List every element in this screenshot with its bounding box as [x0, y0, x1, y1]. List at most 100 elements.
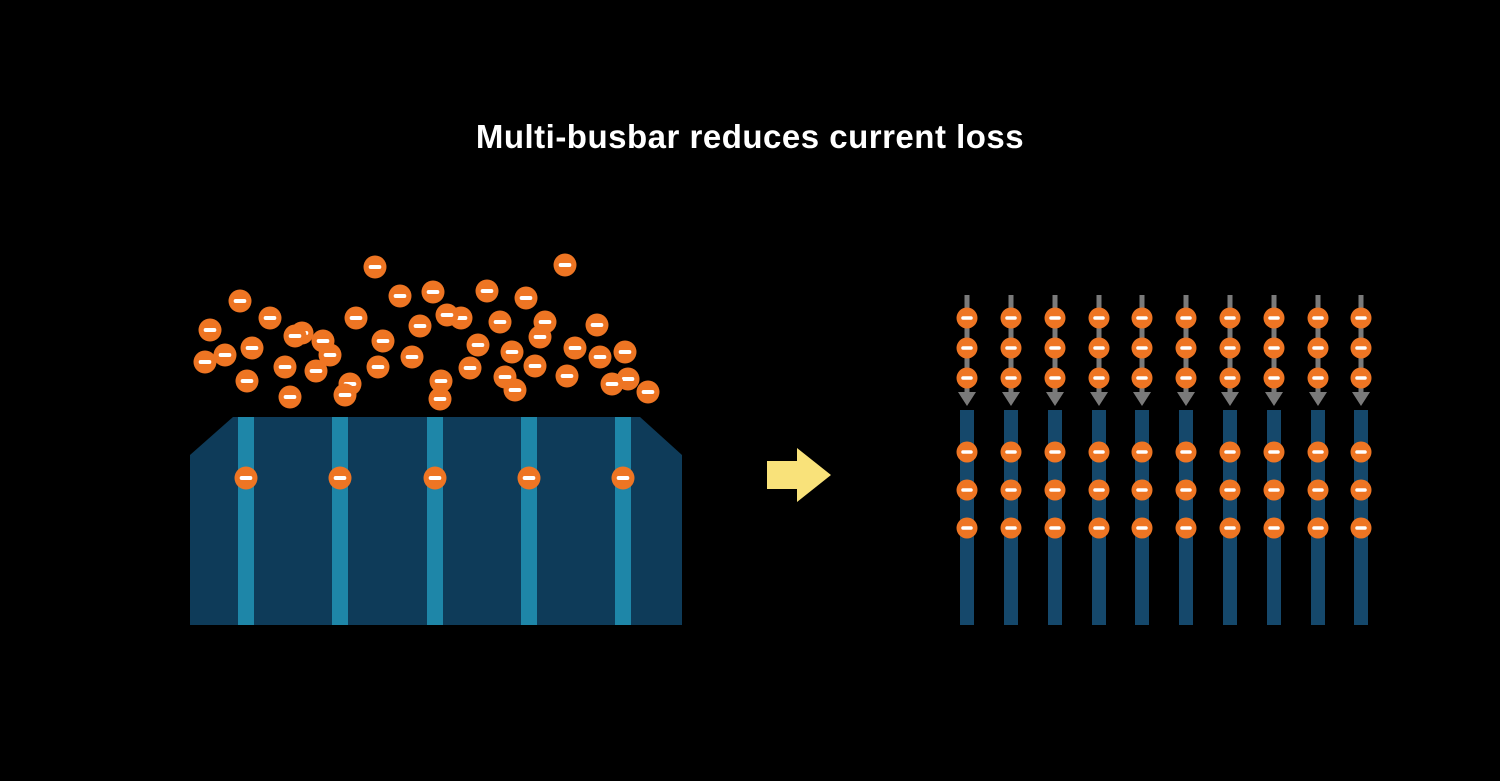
minus-icon	[1268, 316, 1280, 320]
electron-icon	[228, 289, 252, 313]
minus-icon	[505, 350, 519, 354]
minus-icon	[961, 526, 973, 530]
electron-icon	[1000, 337, 1022, 359]
electron-icon	[283, 324, 307, 348]
minus-icon	[560, 374, 574, 378]
busbar-column	[1044, 295, 1066, 625]
minus-icon	[1312, 376, 1324, 380]
minus-icon	[1049, 526, 1061, 530]
minus-icon	[1005, 526, 1017, 530]
electron-icon	[1175, 367, 1197, 389]
busbar-stripe	[615, 417, 631, 625]
electron-icon	[523, 354, 547, 378]
flow-arrow-head-icon	[1352, 392, 1370, 406]
minus-icon	[480, 289, 494, 293]
electron-icon	[428, 387, 452, 411]
minus-icon	[309, 369, 323, 373]
electron-icon	[500, 340, 524, 364]
electron-icon	[1131, 517, 1153, 539]
minus-icon	[1224, 376, 1236, 380]
left-cell-group	[190, 253, 682, 625]
electron-icon	[1044, 441, 1066, 463]
minus-icon	[961, 316, 973, 320]
electron-icon	[371, 329, 395, 353]
minus-icon	[1093, 450, 1105, 454]
minus-icon	[593, 355, 607, 359]
minus-icon	[605, 382, 619, 386]
minus-icon	[1093, 346, 1105, 350]
electron-icon	[1131, 307, 1153, 329]
electron-icon	[421, 280, 445, 304]
electron-icon	[563, 336, 587, 360]
minus-icon	[1224, 450, 1236, 454]
electron-icon	[588, 345, 612, 369]
busbar-stripe	[427, 417, 443, 625]
busbar-column	[1307, 295, 1329, 625]
electron-icon	[488, 310, 512, 334]
right-multibusbar-group	[956, 295, 1372, 625]
minus-icon	[1136, 346, 1148, 350]
minus-icon	[1224, 488, 1236, 492]
electron-icon	[304, 359, 328, 383]
electron-icon	[1175, 307, 1197, 329]
electron-icon	[435, 303, 459, 327]
electron-icon	[258, 306, 282, 330]
electron-icon	[956, 441, 978, 463]
electron-icon	[273, 355, 297, 379]
minus-icon	[1136, 488, 1148, 492]
minus-icon	[1136, 450, 1148, 454]
minus-icon	[1180, 488, 1192, 492]
minus-icon	[233, 299, 247, 303]
minus-icon	[621, 377, 635, 381]
busbar-stripe	[332, 417, 348, 625]
minus-icon	[1049, 316, 1061, 320]
electron-icon	[585, 313, 609, 337]
electron-icon	[1000, 517, 1022, 539]
minus-icon	[1180, 346, 1192, 350]
minus-icon	[245, 346, 259, 350]
minus-icon	[558, 263, 572, 267]
minus-icon	[349, 316, 363, 320]
minus-icon	[239, 476, 253, 480]
electron-icon	[636, 380, 660, 404]
minus-icon	[433, 397, 447, 401]
electron-icon	[1219, 337, 1241, 359]
electron-icon	[1044, 337, 1066, 359]
electron-icon	[1044, 367, 1066, 389]
electron-icon	[1131, 337, 1153, 359]
diagram-title: Multi-busbar reduces current loss	[475, 118, 1025, 155]
electron-icon	[1000, 367, 1022, 389]
flow-arrow-head-icon	[958, 392, 976, 406]
electron-icon	[1088, 337, 1110, 359]
minus-icon	[616, 476, 630, 480]
electron-icon	[503, 378, 527, 402]
minus-icon	[1005, 316, 1017, 320]
minus-icon	[1268, 450, 1280, 454]
electron-icon	[366, 355, 390, 379]
electron-icon	[1175, 441, 1197, 463]
electron-icon	[235, 369, 259, 393]
electron-icon	[1088, 441, 1110, 463]
minus-icon	[568, 346, 582, 350]
busbar-column	[956, 295, 978, 625]
electron-icon	[234, 466, 258, 490]
flow-arrow-head-icon	[1177, 392, 1195, 406]
minus-icon	[1093, 488, 1105, 492]
electron-icon	[1350, 367, 1372, 389]
electron-icon	[533, 310, 557, 334]
minus-icon	[323, 353, 337, 357]
electron-icon	[1263, 367, 1285, 389]
minus-icon	[1005, 346, 1017, 350]
electron-icon	[1350, 337, 1372, 359]
busbar-column	[1175, 295, 1197, 625]
electron-icon	[1263, 517, 1285, 539]
minus-icon	[508, 388, 522, 392]
busbar-stripe	[521, 417, 537, 625]
electron-icon	[1307, 479, 1329, 501]
minus-icon	[1224, 526, 1236, 530]
electron-icon	[1307, 337, 1329, 359]
electron-icon	[363, 255, 387, 279]
minus-icon	[203, 328, 217, 332]
minus-icon	[278, 365, 292, 369]
